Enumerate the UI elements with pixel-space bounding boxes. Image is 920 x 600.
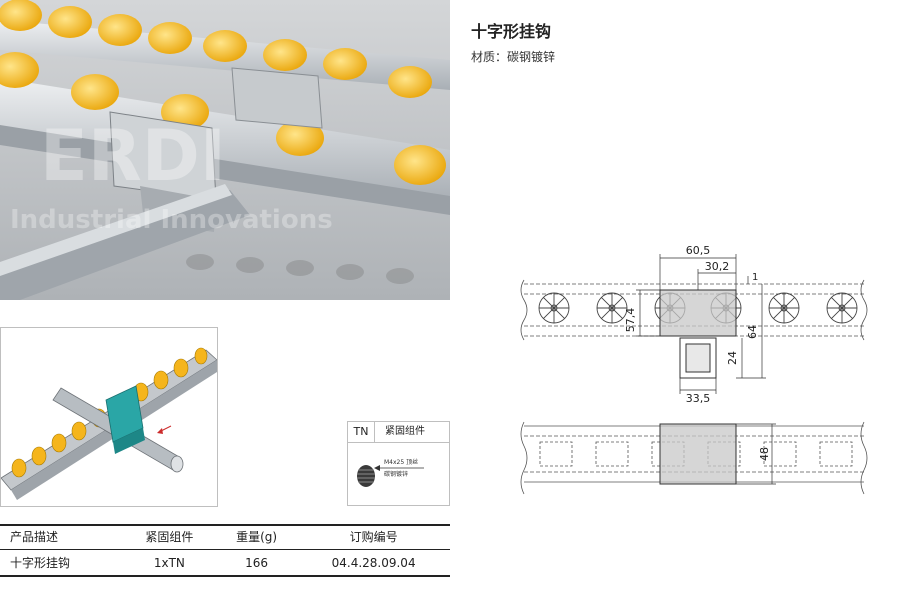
screw-spec: M4x25 顶丝 xyxy=(384,459,419,466)
set-screw-icon xyxy=(357,465,375,487)
col-description: 产品描述 xyxy=(0,524,123,550)
leader-arrow-icon xyxy=(374,465,424,471)
product-title: 十字形挂钩 xyxy=(471,22,552,41)
table-header-row: 产品描述 紧固组件 重量(g) 订购编号 xyxy=(0,524,450,550)
fastener-kit-box: TN 紧固组件 M4x25 顶丝 碳钢镀锌 xyxy=(347,421,450,506)
material-label: 材质： xyxy=(471,50,508,64)
assembly-illustration xyxy=(0,327,218,507)
dim-profile-width: 33,5 xyxy=(686,392,711,405)
table-row: 十字形挂钩 1xTN 166 04.4.28.09.04 xyxy=(0,549,450,577)
fastener-title: 紧固组件 xyxy=(385,426,425,437)
dim-half: 30,2 xyxy=(705,260,730,273)
col-weight: 重量(g) xyxy=(215,524,298,550)
fastener-code: TN xyxy=(348,422,375,442)
cell-order-number: 04.4.28.09.04 xyxy=(297,549,450,577)
product-photo: ERDI Industrial Innovations xyxy=(0,0,450,300)
dim-plan-width: 48 xyxy=(758,447,771,461)
photo-watermark-logo: ERDI xyxy=(40,115,226,197)
col-order-number: 订购编号 xyxy=(297,524,450,550)
cell-fastener: 1xTN xyxy=(122,549,216,577)
dim-profile-height: 24 xyxy=(726,351,739,365)
cell-description: 十字形挂钩 xyxy=(0,549,123,577)
cell-weight: 166 xyxy=(215,549,298,577)
screw-finish: 碳钢镀锌 xyxy=(384,471,409,478)
technical-drawing: 60,5 30,2 1 57,4 64 24 33,5 48 xyxy=(520,244,868,495)
assembly-drawing xyxy=(1,347,217,500)
dim-width: 60,5 xyxy=(686,244,711,257)
dim-height-right: 64 xyxy=(746,325,759,339)
material-line: 材质：碳钢镀锌 xyxy=(471,48,555,65)
photo-illustration: ERDI Industrial Innovations xyxy=(0,0,450,300)
col-fastener: 紧固组件 xyxy=(122,524,216,550)
dim-offset: 1 xyxy=(752,272,758,283)
photo-watermark-tagline: Industrial Innovations xyxy=(10,205,333,235)
dim-height-left: 57,4 xyxy=(624,308,637,333)
spec-table: 产品描述 紧固组件 重量(g) 订购编号 十字形挂钩 1xTN 166 04.4… xyxy=(0,524,450,577)
material-value: 碳钢镀锌 xyxy=(507,50,556,64)
